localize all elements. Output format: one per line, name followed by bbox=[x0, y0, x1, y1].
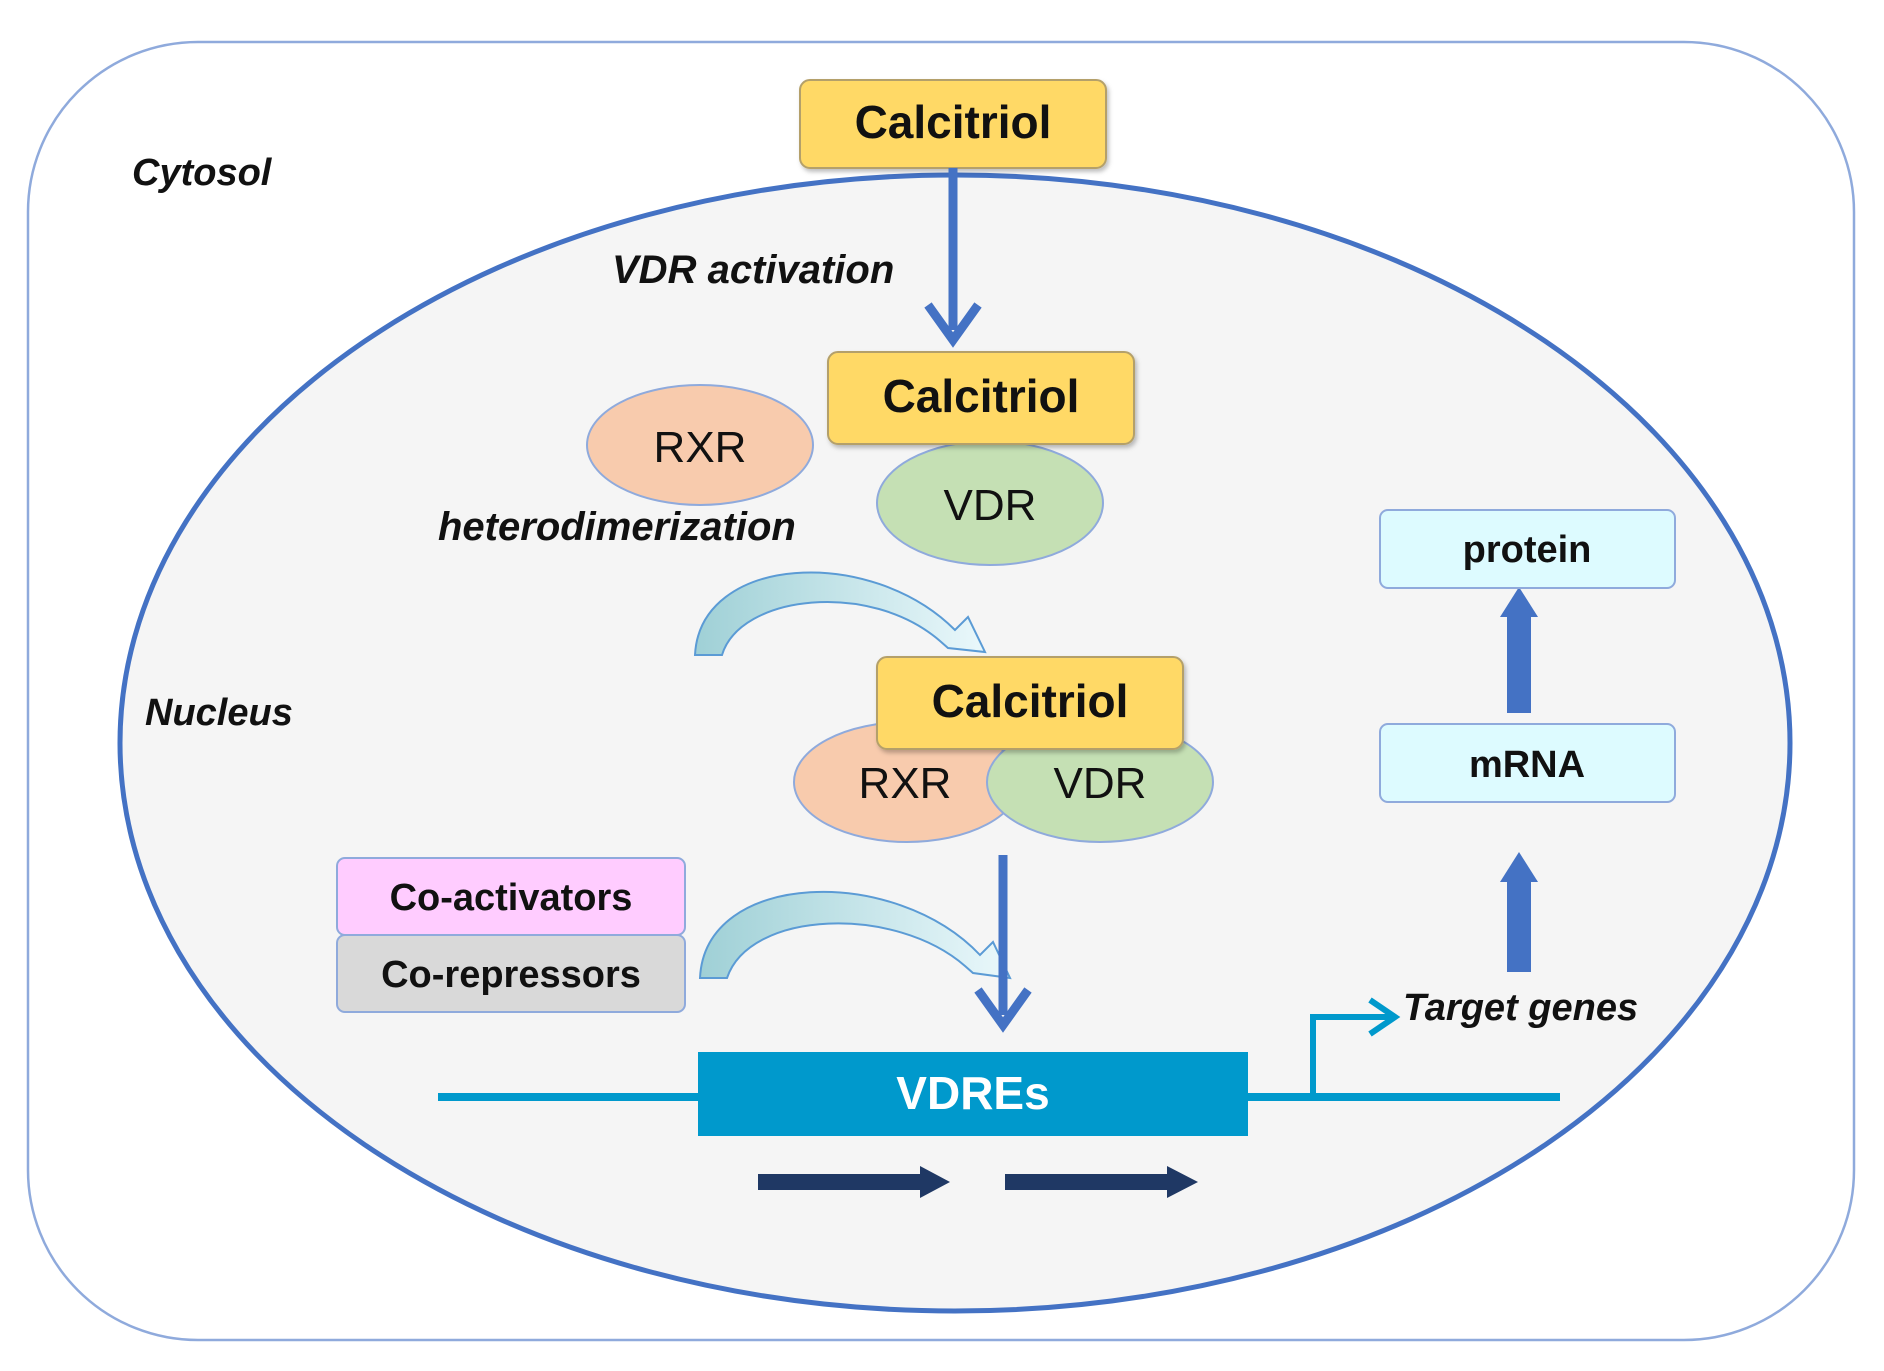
arrow-right-icon bbox=[758, 1166, 950, 1198]
vdr-activation-label: VDR activation bbox=[612, 248, 894, 292]
arrow-right-icon bbox=[1005, 1166, 1198, 1198]
vdres-box: VDREs bbox=[698, 1052, 1248, 1136]
coactivators-box: Co-activators bbox=[336, 857, 686, 936]
bent-arrow-icon bbox=[1310, 997, 1401, 1097]
cytosol-label: Cytosol bbox=[132, 152, 273, 194]
vdr-bound: VDR bbox=[876, 440, 1104, 566]
curved-arrow-icon bbox=[698, 890, 1012, 980]
heterodimerization-label: heterodimerization bbox=[438, 505, 796, 549]
vdres-label: VDREs bbox=[896, 1067, 1049, 1119]
arrow-down-icon bbox=[974, 855, 1032, 1033]
curved-arrow-icon bbox=[693, 571, 987, 656]
coactivators-label: Co-activators bbox=[390, 877, 633, 919]
calcitriol-top: Calcitriol bbox=[799, 79, 1107, 169]
vdr-dimer-label: VDR bbox=[1054, 759, 1147, 808]
vdr-bound-label: VDR bbox=[944, 481, 1037, 530]
rxr-free-label: RXR bbox=[654, 423, 747, 472]
arrow-up-icon bbox=[1500, 852, 1538, 972]
mrna-box: mRNA bbox=[1379, 723, 1676, 803]
calcitriol-bound-label: Calcitriol bbox=[883, 370, 1080, 422]
mrna-label: mRNA bbox=[1469, 744, 1585, 786]
calcitriol-dimer-label: Calcitriol bbox=[932, 675, 1129, 727]
heterodimer-complex: RXR VDR Calcitriol bbox=[793, 656, 1214, 843]
calcitriol-bound: Calcitriol bbox=[827, 351, 1135, 445]
protein-box: protein bbox=[1379, 509, 1676, 589]
calcitriol-top-label: Calcitriol bbox=[855, 96, 1052, 148]
arrow-down-icon bbox=[924, 168, 982, 348]
corepressors-label: Co-repressors bbox=[381, 954, 641, 996]
rxr-free: RXR bbox=[586, 384, 814, 506]
arrow-up-icon bbox=[1500, 587, 1538, 713]
rxr-dimer-label: RXR bbox=[859, 759, 952, 808]
target-genes-label: Target genes bbox=[1403, 987, 1638, 1029]
protein-label: protein bbox=[1463, 529, 1592, 571]
corepressors-box: Co-repressors bbox=[336, 934, 686, 1013]
nucleus-label: Nucleus bbox=[145, 692, 293, 734]
